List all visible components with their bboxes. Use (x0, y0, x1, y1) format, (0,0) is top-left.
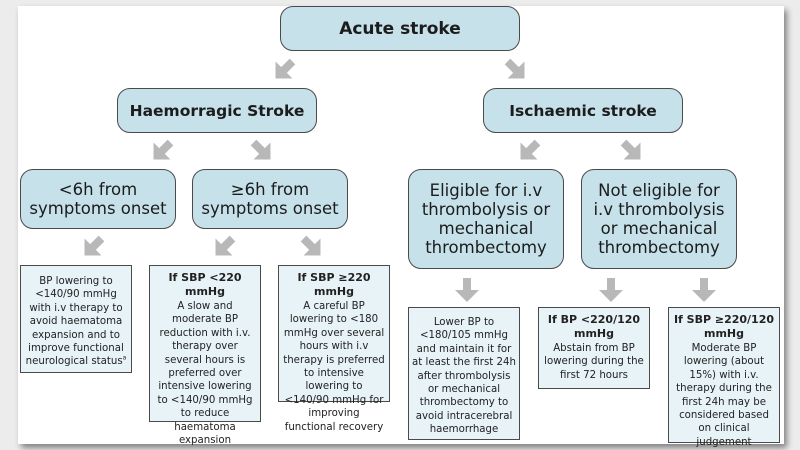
leaf-heading: If SBP <220 mmHg (168, 271, 242, 298)
arrow-icon (270, 56, 298, 84)
node-label: Not eligible for i.v thrombolysis or mec… (593, 181, 725, 257)
leaf-heading: If SBP ≥220 mmHg (297, 271, 371, 298)
arrow-icon (79, 233, 107, 261)
arrow-icon (298, 233, 326, 261)
leaf-text: Lower BP to <180/105 mmHg and maintain i… (412, 317, 516, 436)
leaf-sbp-lt220: If SBP <220 mmHg A slow and moderate BP … (149, 265, 261, 446)
node-not-eligible: Not eligible for i.v thrombolysis or mec… (581, 169, 737, 269)
node-acute-stroke: Acute stroke (280, 6, 520, 51)
leaf-text: Moderate BP lowering (about 15%) with i.… (676, 343, 772, 448)
node-label: Haemorragic Stroke (129, 101, 305, 120)
arrow-icon (618, 137, 646, 165)
footnote-marker: a (122, 355, 127, 363)
arrow-icon (148, 137, 176, 165)
node-eligible: Eligible for i.v thrombolysis or mechani… (408, 169, 564, 269)
leaf-text: A slow and moderate BP reduction with i.… (157, 301, 253, 447)
node-haemorrhagic-stroke: Haemorragic Stroke (117, 88, 317, 133)
node-label: Eligible for i.v thrombolysis or mechani… (421, 181, 551, 257)
leaf-sbp-ge220: If SBP ≥220 mmHg A careful BP lowering t… (278, 265, 390, 433)
node-ge6h: ≥6h from symptoms onset (192, 169, 348, 229)
arrow-icon (597, 276, 625, 304)
arrow-icon (210, 233, 238, 261)
leaf-bp-lt220-120: If BP <220/120 mmHg Abstain from BP lowe… (538, 307, 650, 389)
leaf-text: Abstain from BP lowering during the firs… (544, 343, 644, 381)
arrow-icon (453, 276, 481, 304)
node-ischaemic-stroke: Ischaemic stroke (483, 88, 683, 133)
arrow-icon (248, 137, 276, 165)
leaf-lt6h: BP lowering to <140/90 mmHg with i.v the… (20, 265, 132, 373)
arrow-icon (502, 56, 530, 84)
leaf-sbp-ge220-120: If SBP ≥220/120 mmHg Moderate BP lowerin… (668, 307, 780, 448)
node-label: Ischaemic stroke (509, 101, 657, 120)
leaf-text: A careful BP lowering to <180 mmHg over … (283, 301, 385, 433)
leaf-heading: If BP <220/120 mmHg (547, 313, 641, 340)
leaf-text: BP lowering to <140/90 mmHg with i.v the… (25, 276, 124, 368)
arrow-icon (690, 276, 718, 304)
arrow-icon (515, 137, 543, 165)
node-lt6h: <6h from symptoms onset (20, 169, 176, 229)
leaf-eligible: Lower BP to <180/105 mmHg and maintain i… (408, 307, 520, 440)
node-label: Acute stroke (339, 18, 461, 39)
node-label: <6h from symptoms onset (29, 180, 167, 218)
node-label: ≥6h from symptoms onset (201, 180, 339, 218)
leaf-heading: If SBP ≥220/120 mmHg (673, 313, 775, 340)
